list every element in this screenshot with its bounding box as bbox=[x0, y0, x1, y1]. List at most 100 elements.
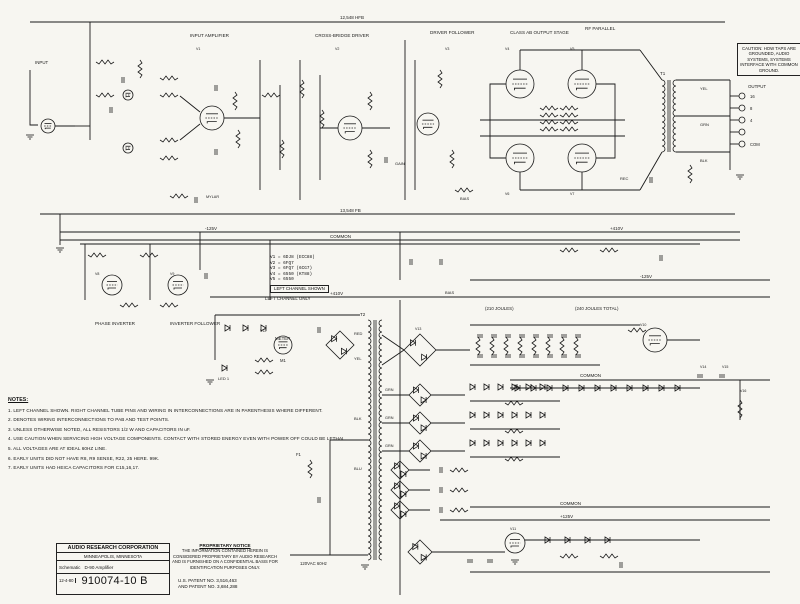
bleeder-resistor bbox=[475, 336, 481, 356]
resistor-zigzag bbox=[559, 553, 579, 559]
bridge-diode bbox=[420, 452, 427, 460]
resistor-r27 bbox=[254, 357, 274, 363]
tube-cathode bbox=[344, 131, 355, 134]
resistor-r8 bbox=[232, 91, 238, 111]
tube-envelope bbox=[101, 274, 123, 296]
resistor-zigzag bbox=[119, 302, 139, 308]
wire bbox=[639, 151, 663, 191]
bridge-rectifier-low bbox=[408, 439, 432, 463]
section-heading: CLASS AB OUTPUT STAGE bbox=[510, 30, 569, 35]
resistor-zigzag bbox=[232, 91, 238, 111]
tap-label: 8 bbox=[750, 106, 753, 111]
tube-envelope bbox=[337, 115, 363, 141]
resistor-zigzag bbox=[737, 399, 743, 419]
series-diode bbox=[497, 383, 504, 391]
resistor-zigzag bbox=[159, 302, 179, 308]
series-diode bbox=[511, 383, 518, 391]
tube-envelope bbox=[567, 69, 597, 99]
section-heading: (240 JOULES TOTAL) bbox=[575, 306, 619, 311]
tube-legend: V1 = 6DJ8 (ECC88) V2 = 6FQ7 V3 = 6FQ7 (6… bbox=[270, 255, 370, 293]
company-address: MINNEAPOLIS, MINNESOTA bbox=[57, 553, 169, 561]
zener-diode bbox=[224, 324, 231, 332]
resistor-r15 bbox=[367, 91, 373, 111]
resistor-zigzag bbox=[367, 91, 373, 111]
resistor-zigzag bbox=[139, 252, 159, 258]
proprietary-notice: PROPRIETARY NOTICE THE INFORMATION CONTA… bbox=[170, 543, 280, 570]
meter-label: METER bbox=[275, 336, 290, 341]
tube-v1-input bbox=[199, 105, 225, 131]
wire-color-label: GRN bbox=[385, 416, 394, 420]
string-diode bbox=[658, 384, 665, 392]
resistor-r10 bbox=[261, 92, 281, 98]
tube-legend-line: V2 = 6FQ7 bbox=[270, 260, 294, 266]
title-block: AUDIO RESEARCH CORPORATION MINNEAPOLIS, … bbox=[56, 543, 170, 595]
voltage-label: +410V bbox=[610, 226, 623, 231]
tube-v7-output bbox=[567, 143, 597, 173]
tube-ref-label: V13 bbox=[415, 327, 421, 331]
resistor-zigzag bbox=[687, 164, 693, 184]
string-diode bbox=[546, 384, 553, 392]
resistor-r32 bbox=[599, 553, 619, 559]
bridge-rectifier-low bbox=[408, 411, 432, 435]
bridge-diode bbox=[420, 396, 427, 404]
common-label: COMMON bbox=[330, 234, 351, 239]
mylar-label: MYLAR bbox=[206, 195, 219, 199]
resistor-r23 bbox=[119, 302, 139, 308]
bleeder-resistor bbox=[559, 336, 565, 356]
resistor-r13 bbox=[299, 79, 305, 99]
resistor-zigzag bbox=[539, 112, 559, 118]
voltage-label: +410V bbox=[330, 291, 343, 296]
wire-color-label: GRN bbox=[385, 388, 394, 392]
resistor-r20 bbox=[687, 164, 693, 184]
transformer-winding bbox=[378, 319, 383, 561]
wire bbox=[596, 83, 616, 159]
tube-ref-label: V8 bbox=[95, 272, 99, 276]
mains-label: 120VAC 60Hz bbox=[300, 561, 327, 566]
bleeder-resistor bbox=[503, 336, 509, 356]
tube-envelope bbox=[167, 274, 189, 296]
transformer-label: T2 bbox=[360, 312, 366, 317]
resistor-zigzag bbox=[261, 92, 281, 98]
series-diode bbox=[497, 439, 504, 447]
resistor-bias bbox=[559, 105, 579, 111]
voltage-label: +125V bbox=[560, 514, 573, 519]
bridge-diode bbox=[340, 347, 348, 356]
resistor-zigzag bbox=[279, 139, 285, 159]
tube-ref-label: V16 bbox=[740, 389, 746, 393]
bridge-diode bbox=[412, 386, 420, 394]
wire bbox=[381, 334, 405, 351]
tube-ref-label: V6 bbox=[505, 192, 509, 196]
resistor-zigzag bbox=[159, 155, 179, 161]
resistor-zigzag bbox=[503, 336, 509, 356]
drawing-title-1: Schematic bbox=[59, 564, 81, 570]
resistor-zigzag bbox=[95, 59, 115, 65]
company-name: AUDIO RESEARCH CORPORATION bbox=[57, 544, 169, 553]
resistor-zigzag bbox=[599, 247, 619, 253]
tube-ref-label: V2 bbox=[335, 47, 339, 51]
string-diode bbox=[578, 384, 585, 392]
resistor-aux bbox=[449, 467, 469, 473]
resistor-zigzag bbox=[235, 129, 241, 149]
tube-v5-output bbox=[567, 69, 597, 99]
bridge-diode bbox=[421, 353, 428, 361]
string-diode bbox=[530, 384, 537, 392]
resistor-zigzag bbox=[489, 336, 495, 356]
tube-envelope bbox=[567, 143, 597, 173]
patent-numbers: U.S. PATENT NO. 3,516,463 AND PATENT NO.… bbox=[178, 578, 238, 590]
resistor-r9 bbox=[235, 129, 241, 149]
bridge-rectifier-low bbox=[408, 383, 432, 407]
input-jack bbox=[40, 118, 56, 134]
series-diode bbox=[525, 411, 532, 419]
tube-envelope bbox=[273, 335, 293, 355]
string-diode bbox=[562, 384, 569, 392]
tube-ref-label: V4 bbox=[505, 47, 509, 51]
resistor-r6 bbox=[159, 137, 179, 143]
note-item: 4. USE CAUTION WHEN SERVICING HIGH VOLTA… bbox=[8, 436, 347, 442]
note-item: 1. LEFT CHANNEL SHOWN. RIGHT CHANNEL TUB… bbox=[8, 407, 323, 413]
resistor-zigzag bbox=[475, 336, 481, 356]
wire-color-label: BLK bbox=[354, 416, 362, 421]
tube-envelope bbox=[505, 69, 535, 99]
resistor-zigzag bbox=[449, 507, 469, 513]
output-terminal bbox=[738, 116, 746, 124]
resistor-r11 bbox=[279, 139, 285, 159]
